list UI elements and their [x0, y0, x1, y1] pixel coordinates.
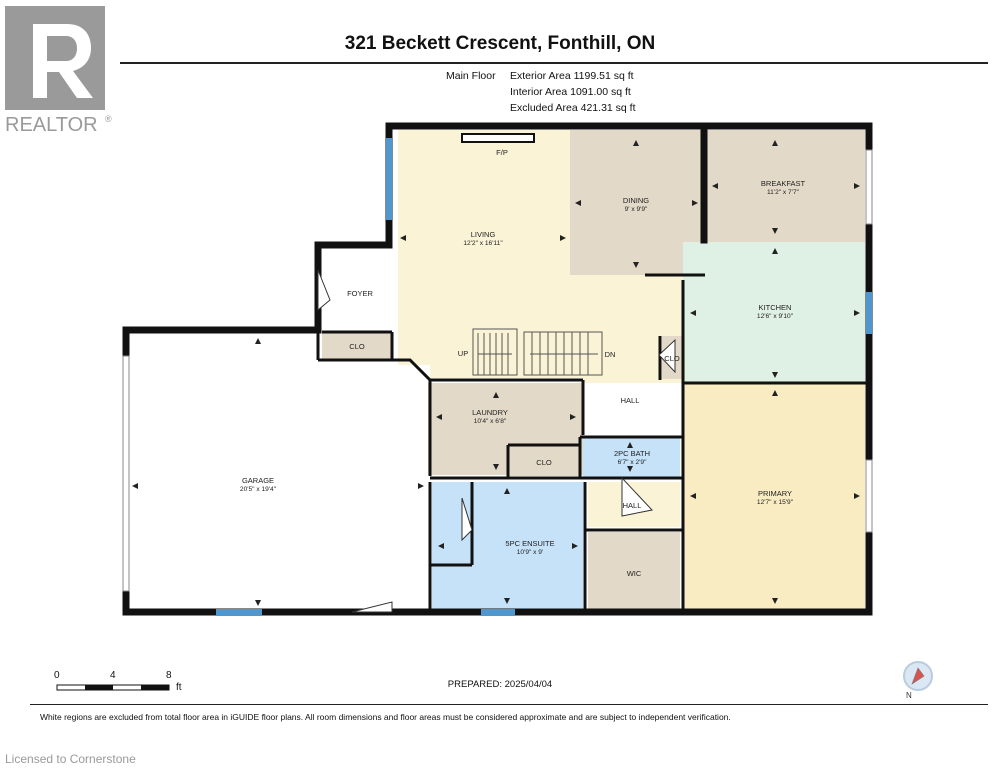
- scale-bar: [56, 684, 170, 691]
- bath-2pc-area: [583, 437, 680, 477]
- breakfast-label: BREAKFAST: [761, 179, 806, 188]
- foyer-closet-area: [322, 332, 392, 359]
- bath-2pc-label: 2PC BATH: [614, 449, 650, 458]
- living-area: [398, 130, 705, 383]
- scale-tick-0: 0: [54, 670, 60, 681]
- ensuite-area: [432, 482, 583, 609]
- primary-dimensions: 12'7" x 15'9": [757, 499, 794, 506]
- breakfast-area: [705, 130, 865, 242]
- compass-north-label: N: [906, 691, 912, 700]
- garage-dimensions: 20'5" x 19'4": [240, 486, 277, 493]
- stairs-up-label: UP: [458, 349, 468, 358]
- laundry-label: LAUNDRY: [472, 408, 508, 417]
- kitchen-label: KITCHEN: [759, 303, 792, 312]
- laundry-dimensions: 10'4" x 6'8": [474, 418, 507, 425]
- foyer-closet-label: CLO: [349, 342, 365, 351]
- disclaimer-text: White regions are excluded from total fl…: [40, 712, 731, 722]
- interior-area: Interior Area 1091.00 sq ft: [510, 86, 631, 98]
- windows: [122, 133, 873, 615]
- kitchen-dimensions: 12'6" x 9'10": [757, 313, 794, 320]
- property-title: 321 Beckett Crescent, Fonthill, ON: [344, 33, 656, 54]
- kitchen-area: [683, 242, 865, 383]
- scale-tick-4: 4: [110, 670, 116, 681]
- registered-mark: ®: [105, 114, 112, 124]
- doors: [317, 269, 676, 613]
- license-text: Licensed to Cornerstone: [5, 752, 136, 766]
- realtor-r-mark: REALTOR ®: [5, 6, 112, 136]
- stairs-down-label: DN: [605, 350, 616, 359]
- upper-hall-label: HALL: [621, 396, 640, 405]
- scale-unit: ft: [176, 682, 182, 693]
- living-dimensions: 12'2" x 16'11": [463, 240, 503, 247]
- wic-area: [588, 532, 680, 609]
- compass-icon: N: [903, 661, 933, 700]
- floor-name: Main Floor: [446, 70, 496, 82]
- prepared-date: PREPARED: 2025/04/04: [447, 679, 553, 690]
- title-divider: [120, 62, 988, 64]
- hall-closet-label: CLO: [664, 354, 680, 363]
- realtor-logo: REALTOR ®: [5, 6, 115, 136]
- primary-area: [684, 383, 865, 609]
- excluded-area: Excluded Area 421.31 sq ft: [510, 102, 636, 114]
- realtor-wordmark: REALTOR: [5, 114, 98, 136]
- scale-tick-8: 8: [166, 670, 172, 681]
- dining-dimensions: 9' x 9'9": [625, 206, 648, 213]
- floor-plan: F/P LIVING 12'2" x 16'11" DINING 9' x 9'…: [56, 122, 933, 700]
- ensuite-dimensions: 10'9" x 9': [517, 549, 544, 556]
- dimension-markers: [132, 140, 860, 606]
- staircase: [472, 328, 603, 376]
- interior-walls: [316, 273, 869, 612]
- ensuite-label: 5PC ENSUITE: [505, 539, 554, 548]
- dining-label: DINING: [623, 196, 649, 205]
- laundry-closet-label: CLO: [536, 458, 552, 467]
- exterior-area: Exterior Area 1199.51 sq ft: [510, 70, 634, 82]
- laundry-closet-area: [508, 445, 580, 476]
- primary-label: PRIMARY: [758, 489, 792, 498]
- wic-label: WIC: [627, 569, 642, 578]
- breakfast-dimensions: 11'2" x 7'7": [767, 189, 800, 196]
- garage-label: GARAGE: [242, 476, 274, 485]
- living-label: LIVING: [471, 230, 496, 239]
- footer-divider: [30, 704, 988, 705]
- bath-2pc-dimensions: 6'7" x 2'9": [618, 459, 647, 466]
- dining-area: [570, 130, 705, 275]
- foyer-label: FOYER: [347, 289, 373, 298]
- lower-hall-label: HALL: [623, 501, 642, 510]
- fireplace-label: F/P: [496, 148, 508, 157]
